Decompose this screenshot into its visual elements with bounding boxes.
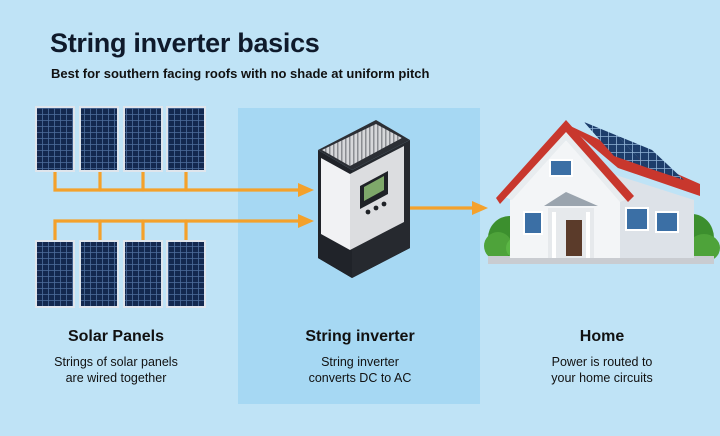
column-description: Strings of solar panels are wired togeth… [54,355,178,385]
arrow-right-icon [472,201,488,215]
column-solar-panels: Solar Panels Strings of solar panels are… [16,328,216,386]
page-subtitle: Best for southern facing roofs with no s… [51,66,430,81]
column-description: Power is routed to your home circuits [551,355,653,385]
column-string-inverter: String inverter String inverter converts… [260,328,460,386]
column-heading: Home [579,328,625,345]
column-heading: Solar Panels [67,328,165,345]
arrow-right-icon [298,214,314,228]
column-home: Home Power is routed to your home circui… [502,328,702,386]
solar-panel-icon [79,240,119,308]
solar-panel-icon [123,106,163,172]
solar-panel-icon [123,240,163,308]
column-description: String inverter converts DC to AC [308,355,412,385]
wire-top-string [53,170,302,192]
solar-panel-icon [166,240,206,308]
wire-bottom-string [53,219,302,242]
solar-panel-icon [35,106,75,172]
house-icon [488,120,714,264]
solar-panel-row-top [35,106,206,172]
arrow-right-icon [298,183,314,197]
solar-panel-row-bottom [35,240,206,308]
page-title: String inverter basics [50,28,320,58]
solar-panel-icon [35,240,75,308]
solar-panel-icon [166,106,206,172]
column-heading: String inverter [305,328,415,345]
inverter-icon [318,120,410,278]
solar-panel-icon [79,106,119,172]
